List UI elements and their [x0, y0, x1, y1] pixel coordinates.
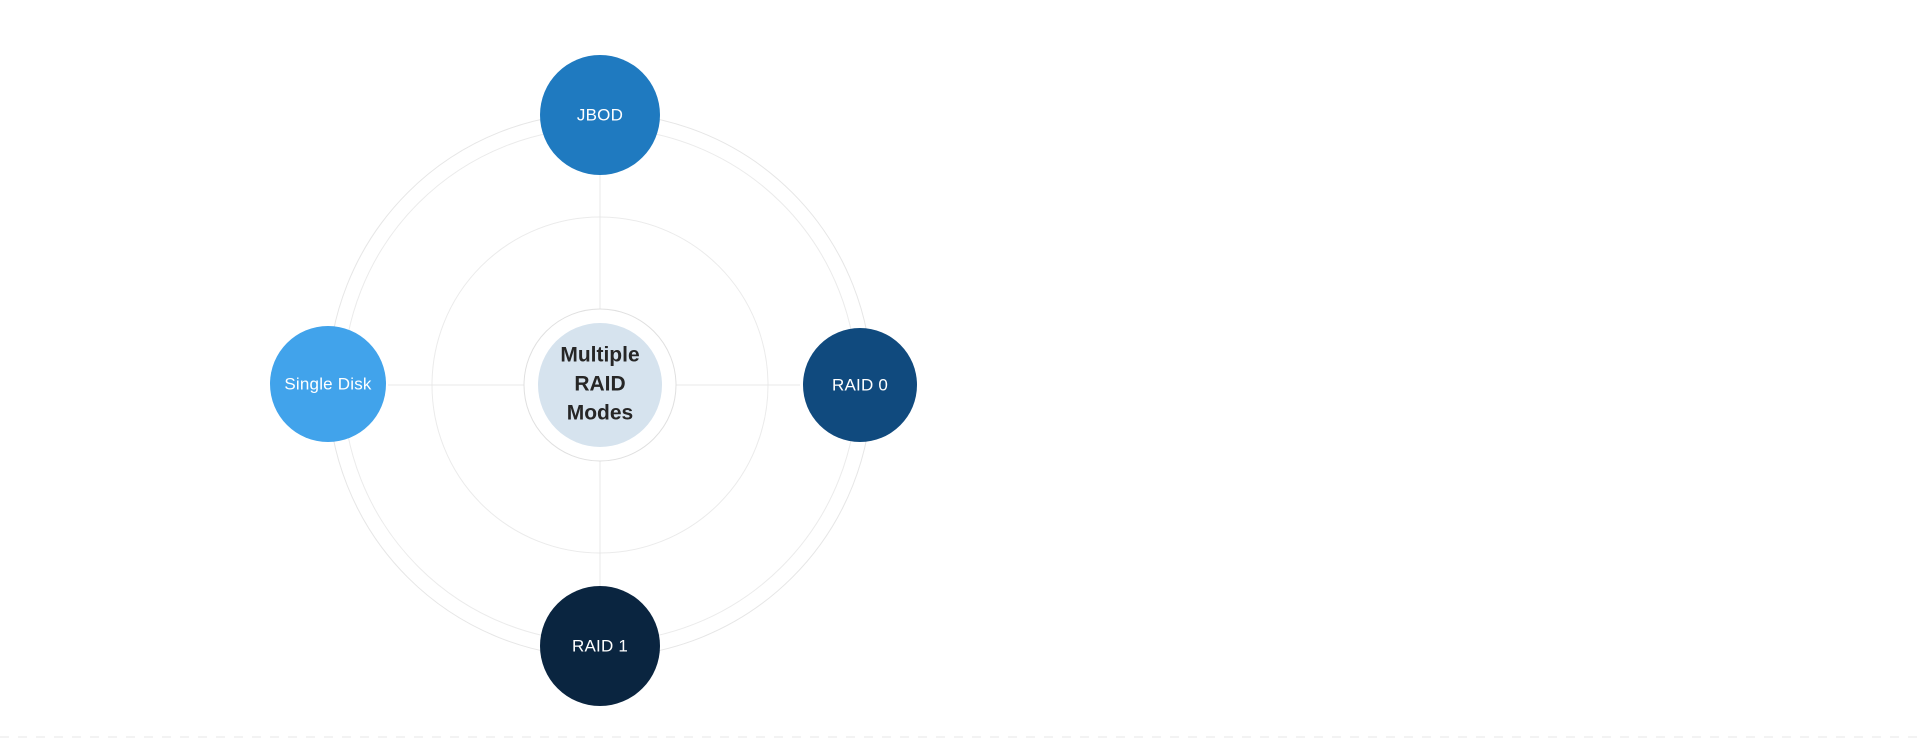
hub-label-line-3: Modes [567, 402, 634, 425]
node-raid0-label: RAID 0 [832, 375, 888, 394]
node-single-disk-circle[interactable] [270, 326, 386, 442]
hub-label-line-1: Multiple [560, 344, 639, 367]
node-raid1-circle[interactable] [540, 586, 660, 706]
hub-inner-circle[interactable] [538, 323, 662, 447]
node-raid1-label: RAID 1 [572, 636, 628, 655]
node-jbod-label: JBOD [577, 105, 623, 124]
node-single-disk-label: Single Disk [284, 374, 372, 393]
hub-label-line-2: RAID [574, 373, 625, 396]
node-raid0-circle[interactable] [803, 328, 917, 442]
node-jbod-circle[interactable] [540, 55, 660, 175]
